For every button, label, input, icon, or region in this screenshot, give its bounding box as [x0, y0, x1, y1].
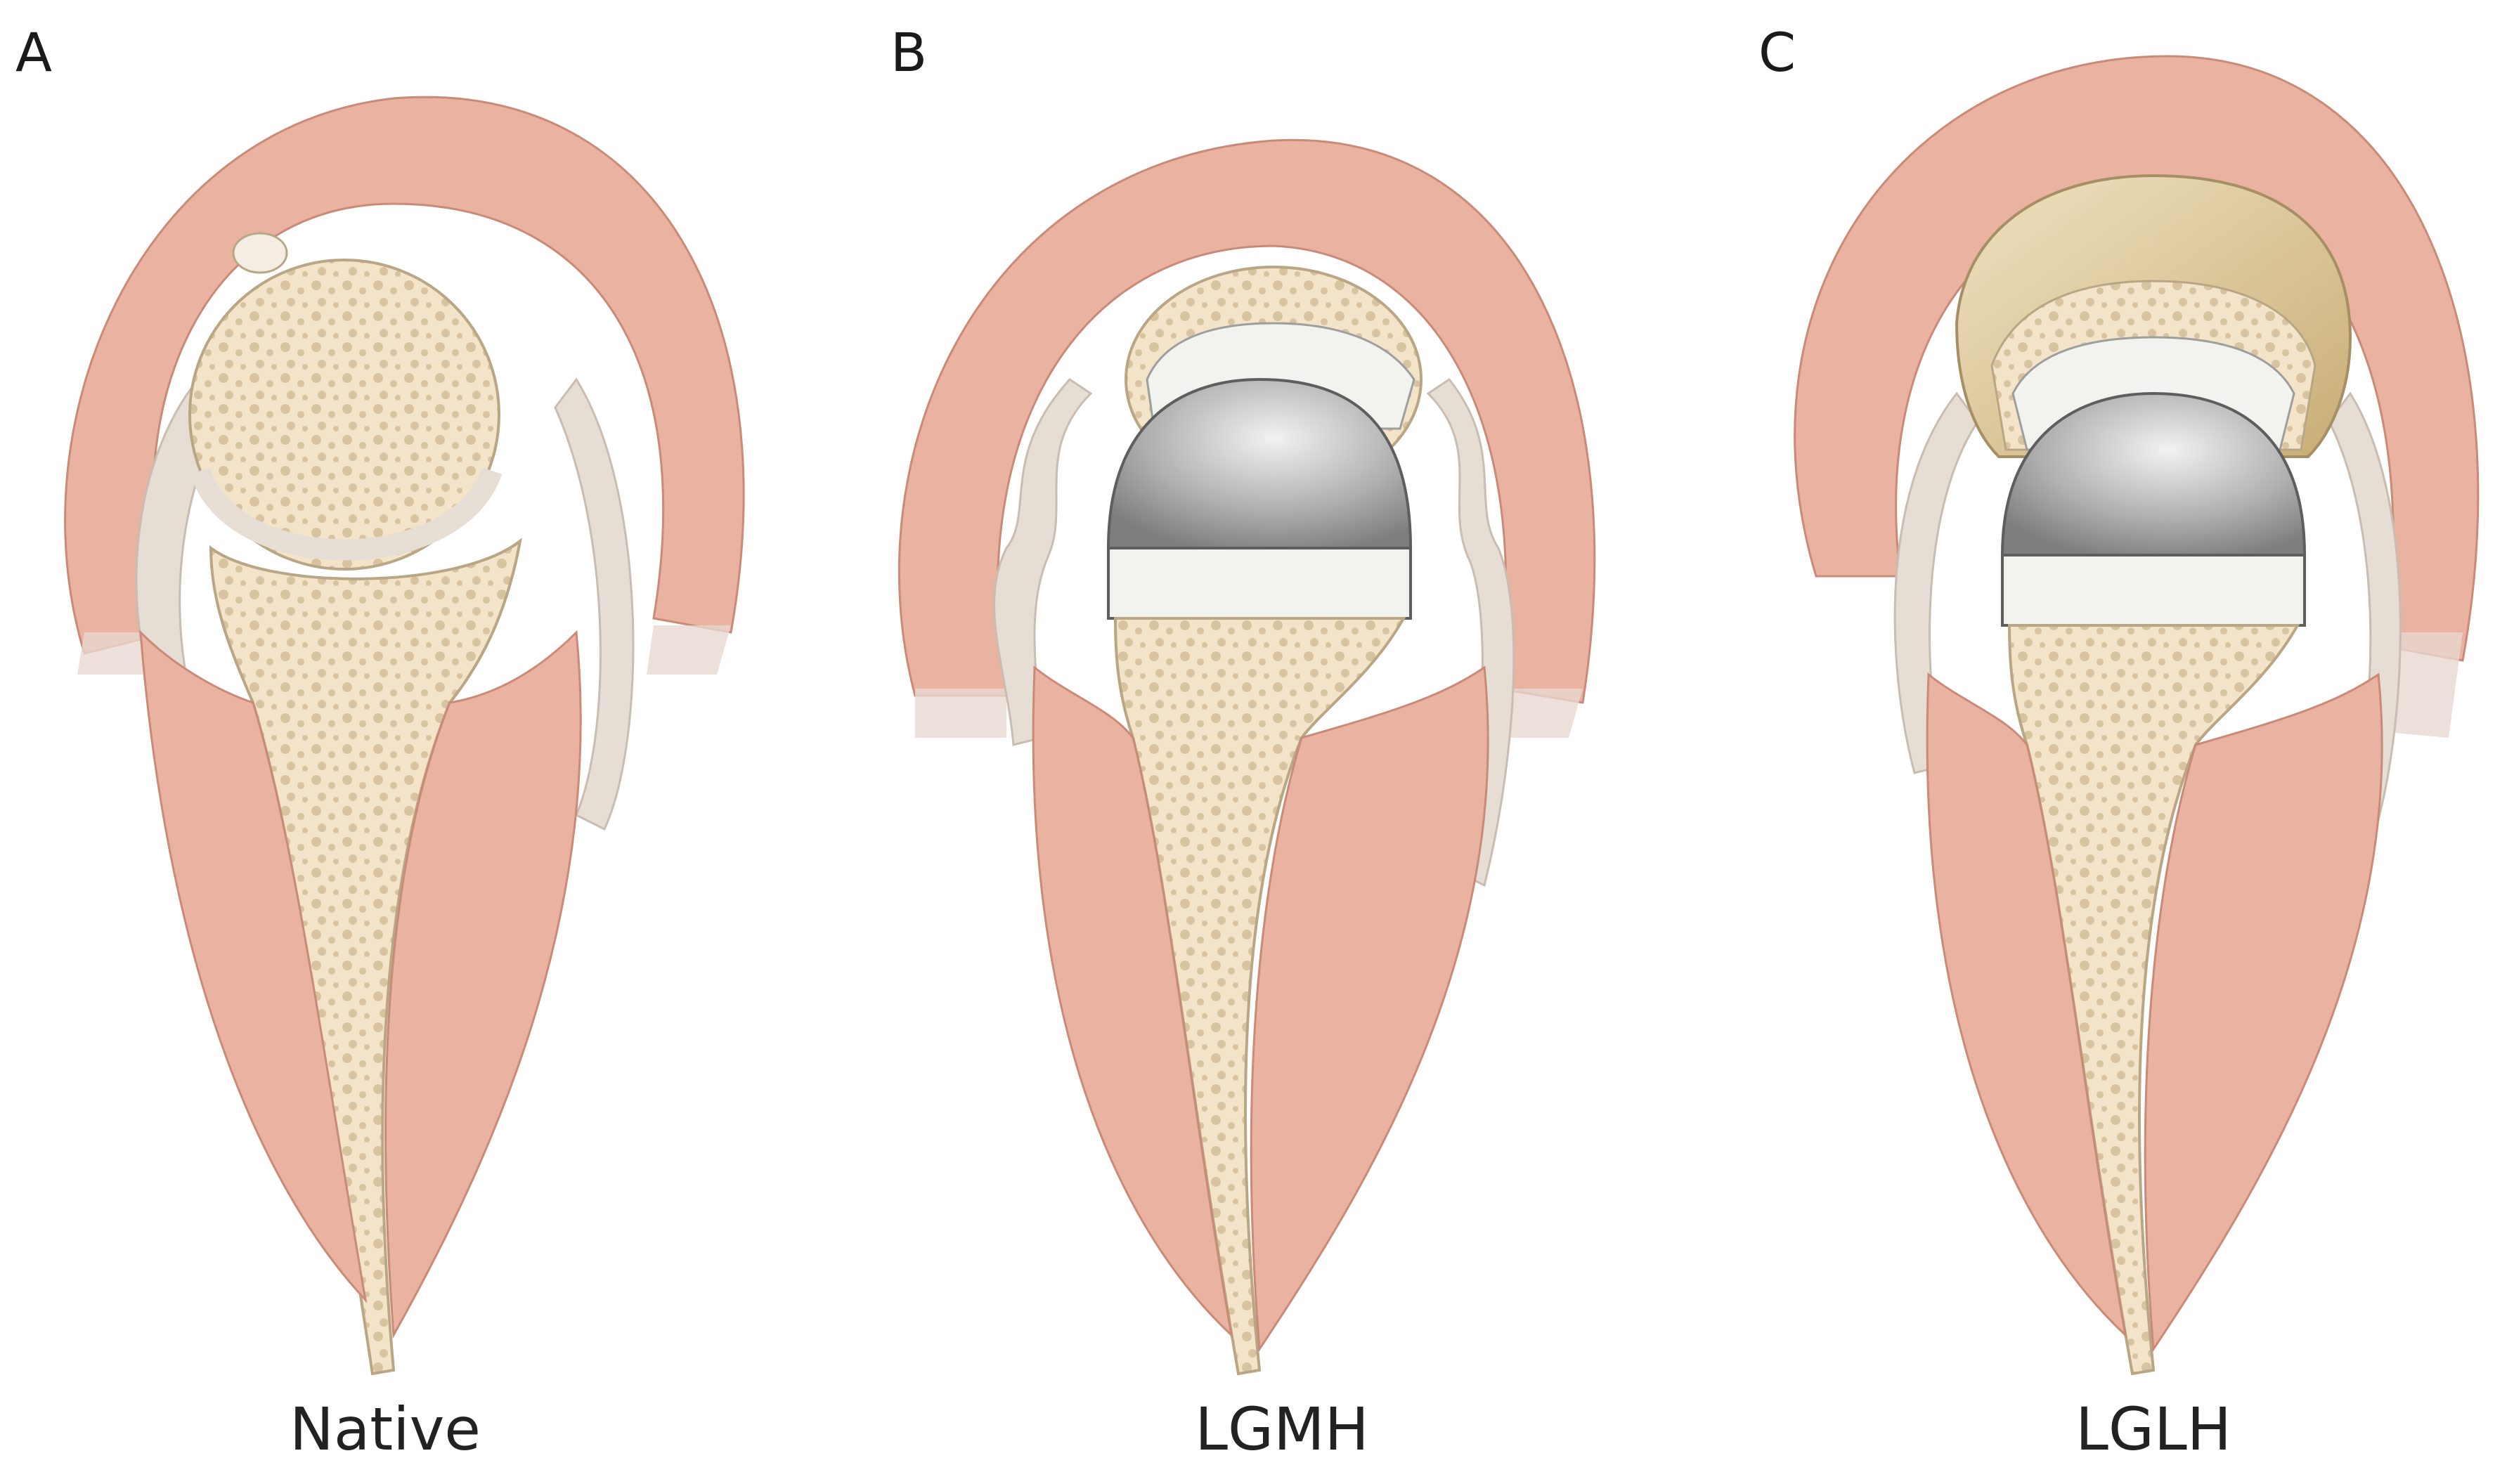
infraspinatus-muscle	[1250, 665, 1489, 1353]
panel-letter-a: A	[15, 21, 52, 84]
subscapularis-muscle	[1926, 672, 2127, 1339]
infraspinatus-muscle	[384, 630, 582, 1339]
baseplate	[2001, 554, 2306, 627]
panel-caption-lgmh: LGMH	[1195, 1395, 1369, 1464]
joint-capsule	[1893, 391, 1979, 774]
panel-lgmh: B	[838, 0, 1676, 1484]
joint-capsule	[993, 378, 1093, 746]
panel-letter-c: C	[1758, 21, 1796, 84]
lglh-shoulder-illustration	[1794, 55, 2480, 1376]
panel-letter-b: B	[890, 21, 928, 84]
deltoid-muscle	[898, 138, 1596, 704]
lgmh-shoulder-illustration	[898, 138, 1596, 1376]
humeral-head	[188, 259, 500, 571]
metal-glenosphere	[2000, 391, 2307, 556]
native-shoulder-illustration	[64, 96, 745, 1376]
subscapularis-muscle	[1032, 665, 1233, 1339]
baseplate	[1107, 547, 1412, 620]
metal-glenosphere	[1106, 377, 1413, 549]
panel-native: A	[0, 0, 838, 1484]
panel-lglh: C	[1676, 0, 2513, 1484]
infraspinatus-muscle	[2144, 672, 2383, 1353]
subscapularis-muscle	[139, 630, 368, 1303]
panel-caption-lglh: LGLH	[2075, 1395, 2231, 1464]
panel-caption-native: Native	[290, 1395, 481, 1464]
